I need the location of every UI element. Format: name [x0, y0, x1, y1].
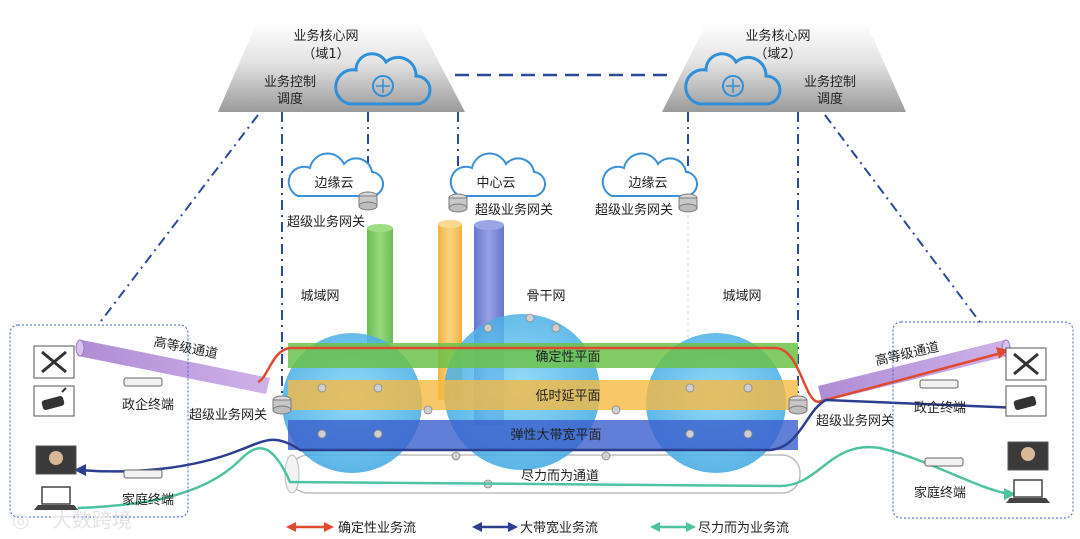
green-vertical-pipe: [367, 224, 393, 343]
core-network-domain1: 业务核心网 （域1） 业务控制 调度: [218, 22, 465, 112]
router-icon: [788, 395, 808, 415]
legend-deterministic-label: 确定性业务流: [338, 520, 416, 536]
gov-terminal-left-label: 政企终端: [122, 397, 174, 413]
cloud-brain-icon: [334, 52, 432, 106]
server-device-icon: [123, 469, 163, 479]
vr-user-head: [1021, 447, 1035, 461]
camera-icon: [1005, 385, 1047, 417]
gateway-label-mid-left: 超级业务网关: [189, 407, 267, 423]
edge-cloud-left: 边缘云: [287, 152, 384, 198]
metro-network-left-label: 城域网: [300, 289, 339, 304]
camera-icon: [33, 385, 75, 417]
legend-arrow-icon: [508, 522, 518, 532]
legend-best-effort-label: 尽力而为业务流: [698, 520, 789, 536]
elastic-bandwidth-plane: [288, 420, 798, 450]
core1-ctrl-line1: 业务控制: [264, 74, 316, 90]
flow-arrowhead: [74, 464, 86, 476]
legend-arrow-icon: [650, 522, 660, 532]
router-icon: [272, 395, 292, 415]
laptop-icon: [34, 486, 78, 510]
server-device-icon: [919, 379, 959, 389]
core1-title-line1: 业务核心网: [293, 28, 358, 44]
low-latency-plane-label: 低时延平面: [535, 389, 600, 404]
gateway-label-top-center: 超级业务网关: [475, 202, 553, 218]
vr-user-head: [49, 451, 63, 465]
core2-ctrl-line1: 业务控制: [804, 74, 856, 90]
center-cloud-label: 中心云: [476, 176, 515, 191]
home-terminal-left-label: 家庭终端: [122, 492, 174, 508]
core2-ctrl-line2: 调度: [817, 91, 843, 107]
tools-icon: [1005, 347, 1047, 381]
gov-terminal-right-label: 政企终端: [914, 400, 966, 416]
best-effort-flow-line: [77, 445, 1011, 510]
low-latency-plane: [288, 380, 798, 410]
metro-network-right-label: 城域网: [722, 289, 761, 304]
laptop-icon: [1006, 479, 1050, 503]
gateway-label-mid-right: 超级业务网关: [816, 413, 894, 429]
server-device-icon: [123, 377, 163, 387]
deterministic-flow-line: [257, 346, 1006, 404]
core1-title-line2: （域1）: [302, 47, 349, 62]
deterministic-plane-label: 确定性平面: [535, 350, 600, 365]
gateway-label-top-left: 超级业务网关: [287, 214, 365, 230]
backbone-network-label: 骨干网: [526, 289, 565, 304]
right-terminal-box: [892, 321, 1074, 519]
server-device-icon: [924, 457, 964, 467]
high-level-channel-left: [75, 339, 270, 394]
network-node-markers: [317, 313, 753, 489]
legend-arrow-icon: [324, 522, 334, 532]
core2-title-line1: 业务核心网: [745, 28, 810, 44]
router-icon: [678, 193, 698, 213]
core-network-domain2: 业务核心网 （域2） 业务控制 调度: [662, 22, 906, 112]
best-effort-channel-label: 尽力而为通道: [521, 469, 599, 484]
edge-cloud-right-label: 边缘云: [628, 176, 667, 191]
tools-icon: [33, 345, 75, 379]
edge-cloud-left-label: 边缘云: [314, 176, 353, 191]
flow-arrowhead: [996, 347, 1008, 359]
router-icon: [358, 191, 378, 211]
router-icon: [448, 193, 468, 213]
legend: 确定性业务流 大带宽业务流 尽力而为业务流: [286, 520, 789, 536]
left-terminal-box: [9, 324, 189, 518]
core1-ctrl-line2: 调度: [277, 91, 303, 107]
legend-bandwidth-label: 大带宽业务流: [520, 520, 598, 536]
edge-cloud-right: 边缘云: [601, 152, 698, 198]
center-cloud: 中心云: [449, 152, 546, 198]
watermark: ◎: [12, 508, 29, 532]
legend-arrow-icon: [686, 522, 696, 532]
core2-title-line2: （域2）: [754, 47, 801, 62]
flow-arrowhead: [1004, 488, 1016, 500]
gateway-label-top-right: 超级业务网关: [595, 202, 673, 218]
home-terminal-right-label: 家庭终端: [914, 485, 966, 501]
legend-arrow-icon: [286, 522, 296, 532]
watermark-text: 大数跨境: [52, 508, 132, 532]
elastic-bandwidth-plane-label: 弹性大带宽平面: [510, 427, 601, 443]
cloud-brain-icon: [684, 52, 782, 106]
legend-arrow-icon: [472, 522, 482, 532]
